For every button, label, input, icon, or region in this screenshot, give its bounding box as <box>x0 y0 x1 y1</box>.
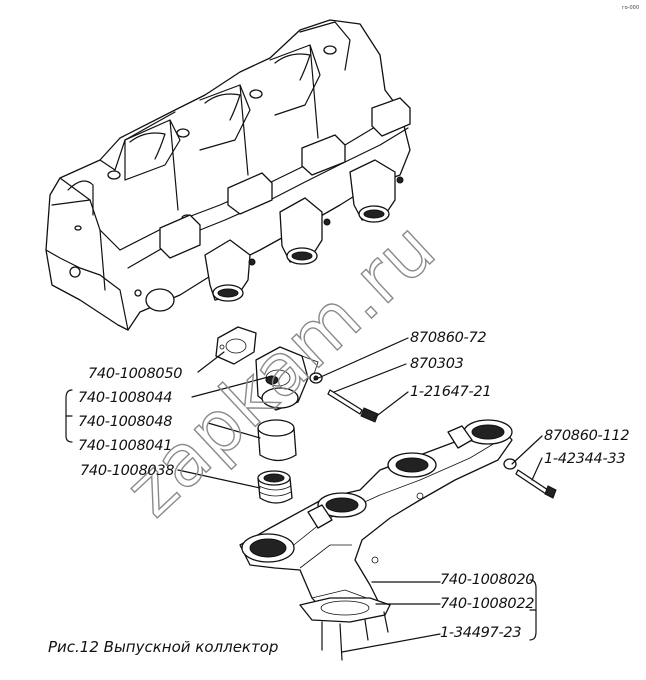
label-740-1008022: 740-1008022 <box>440 596 534 612</box>
label-740-1008048: 740-1008048 <box>78 414 172 430</box>
label-870860-72: 870860-72 <box>410 330 486 346</box>
label-740-1008038: 740-1008038 <box>80 463 174 479</box>
washer-stud-nut-parts <box>309 372 379 423</box>
part-labels: го-000 870860-72 870303 1-21647-21 740-1… <box>48 5 639 656</box>
label-1-21647-21: 1-21647-21 <box>410 384 491 400</box>
label-1-34497-23: 1-34497-23 <box>440 625 521 641</box>
label-870303: 870303 <box>410 356 464 372</box>
label-740-1008020: 740-1008020 <box>440 572 534 588</box>
cylinder-head-drawing <box>45 19 411 331</box>
label-1-42344-33: 1-42344-33 <box>544 451 625 467</box>
exhaust-port-nozzles <box>204 159 404 302</box>
leader-lines <box>65 337 543 653</box>
elbow-pipe-part <box>255 346 319 411</box>
gasket-part <box>215 326 257 365</box>
exhaust-manifold-drawing <box>239 419 557 661</box>
label-740-1008050: 740-1008050 <box>88 366 182 382</box>
sleeve-part <box>257 419 297 462</box>
label-740-1008041: 740-1008041 <box>78 438 172 454</box>
corner-mark: го-000 <box>622 5 639 11</box>
label-740-1008044: 740-1008044 <box>78 390 172 406</box>
figure-caption: Рис.12 Выпускной коллектор <box>48 638 278 656</box>
label-870860-112: 870860-112 <box>544 428 629 444</box>
bellows-sleeve-part <box>257 470 293 504</box>
